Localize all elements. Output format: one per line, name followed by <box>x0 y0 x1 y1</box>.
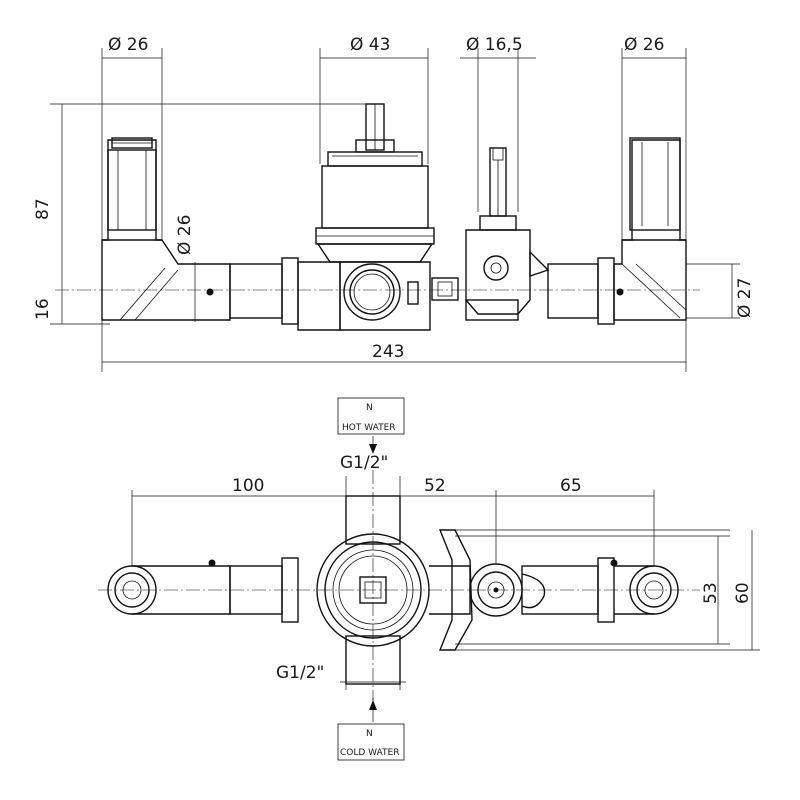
dim-53: 53 <box>701 582 721 604</box>
dim-60: 60 <box>733 582 753 604</box>
hot-label-text: HOT WATER <box>342 423 396 433</box>
mixer-cartridge <box>297 103 459 331</box>
dim-65: 65 <box>560 476 582 496</box>
front-dimensions <box>50 48 740 372</box>
plan-view: N HOT WATER G1/2" <box>98 397 760 761</box>
diverter-valve <box>465 147 550 321</box>
cold-water-label-box <box>337 723 405 761</box>
dim-offset: 16 <box>33 298 53 320</box>
dim-height: 87 <box>33 198 53 220</box>
hot-water-label-box <box>337 397 405 435</box>
cold-inlet-port <box>343 263 401 321</box>
right-pipe <box>547 263 599 319</box>
dim-100: 100 <box>232 476 264 496</box>
dim-52: 52 <box>424 476 446 496</box>
cartridge-body <box>321 165 429 229</box>
dim-top-center: Ø 43 <box>350 35 390 55</box>
cartridge-square <box>359 576 387 604</box>
dim-top-stem: Ø 16,5 <box>466 35 523 55</box>
right-fixing-screw <box>616 288 624 296</box>
cold-label-n: N <box>366 729 373 739</box>
dim-total-width: 243 <box>372 342 404 362</box>
cold-label-text: COLD WATER <box>340 748 399 758</box>
dim-side-right: Ø 27 <box>735 278 755 318</box>
right-outlet <box>613 137 687 321</box>
dim-top-right: Ø 26 <box>624 35 664 55</box>
plan-right-outlet <box>614 565 679 615</box>
plan-dimensions <box>131 476 760 690</box>
dim-top-left: Ø 26 <box>108 35 148 55</box>
left-fixing-screw <box>206 288 214 296</box>
left-outlet <box>101 137 231 321</box>
cold-thread: G1/2" <box>276 663 324 683</box>
hot-thread: G1/2" <box>340 453 388 473</box>
left-pipe <box>229 263 283 319</box>
plan-left-outlet <box>107 559 231 615</box>
hot-label-n: N <box>366 403 373 413</box>
diverter-body <box>465 229 531 315</box>
front-view: Ø 26 Ø 43 Ø 16,5 Ø 26 87 16 Ø 26 Ø 27 24… <box>33 35 755 372</box>
dim-side-left: Ø 26 <box>175 215 195 255</box>
